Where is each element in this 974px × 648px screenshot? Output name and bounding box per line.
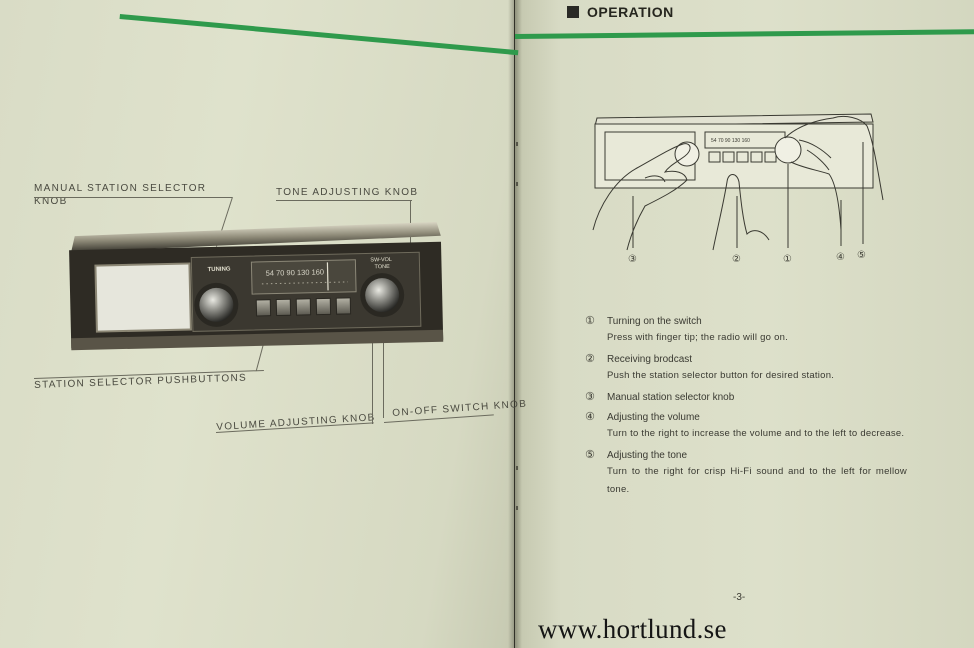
book-gutter: [508, 0, 522, 648]
leader-line: [34, 197, 232, 198]
heading-text: OPERATION: [587, 4, 674, 20]
item-title: Receiving brodcast: [607, 354, 693, 365]
list-item: ① Turning on the switch Press with finger…: [585, 314, 907, 347]
item-title: Turning on the switch: [607, 316, 702, 327]
item-description: Push the station selector button for des…: [607, 370, 835, 381]
diagram-marker-5: ⑤: [857, 250, 866, 261]
diagram-marker-1: ①: [783, 254, 792, 265]
knob-label-top: SW-VOL: [370, 257, 392, 263]
item-title: Adjusting the tone: [607, 450, 688, 461]
leader-line: [372, 340, 373, 424]
list-item: ④ Adjusting the volume Turn to the right …: [585, 410, 907, 443]
square-bullet-icon: [567, 6, 579, 18]
binding-mark: [516, 182, 518, 186]
item-title: Adjusting the volume: [607, 412, 700, 423]
diagram-dial-scale: 54 70 90 130 160: [711, 138, 750, 144]
right-page: [515, 0, 974, 648]
binding-mark: [516, 466, 518, 470]
item-description: Turn to the right to increase the volume…: [607, 428, 905, 439]
tuning-label: TUNING: [207, 267, 230, 274]
knob-label-bottom: TONE: [374, 264, 390, 270]
operations-list: ① Turning on the switch Press with finger…: [585, 314, 907, 504]
watermark: www.hortlund.se: [538, 614, 727, 644]
diagram-marker-4: ④: [836, 252, 845, 263]
diagram-marker-3: ③: [628, 254, 637, 265]
leader-line: [276, 200, 412, 201]
page-number: -3-: [733, 592, 746, 603]
item-title: Manual station selector knob: [607, 392, 735, 403]
radio-photo: TUNING 54 70 90 130 160 SW-VOL TONE: [65, 221, 448, 357]
binding-mark: [516, 142, 518, 146]
list-item: ② Receiving brodcast Push the station sel…: [585, 352, 907, 385]
binding-mark: [516, 506, 518, 510]
dial-scale: 54 70 90 130 160: [266, 267, 325, 277]
item-marker: ④: [585, 411, 595, 423]
callout-manual-selector: MANUAL STATION SELECTOR KNOB: [34, 183, 207, 207]
callout-tone-knob: TONE ADJUSTING KNOB: [276, 187, 419, 198]
item-description: Turn to the right for crisp Hi-Fi sound …: [607, 466, 907, 495]
item-marker: ②: [585, 353, 595, 365]
item-marker: ③: [585, 391, 595, 403]
leader-line: [383, 336, 384, 418]
item-marker: ①: [585, 315, 595, 327]
diagram-marker-2: ②: [732, 254, 741, 265]
list-item: ③ Manual station selector knob: [585, 390, 907, 405]
list-item: ⑤ Adjusting the tone Turn to the right fo…: [585, 448, 907, 499]
operation-diagram: 54 70 90 130 160 ③: [585, 110, 885, 270]
item-description: Press with finger tip; the radio will go…: [607, 332, 789, 343]
section-heading: OPERATION: [567, 4, 674, 20]
item-marker: ⑤: [585, 449, 595, 461]
